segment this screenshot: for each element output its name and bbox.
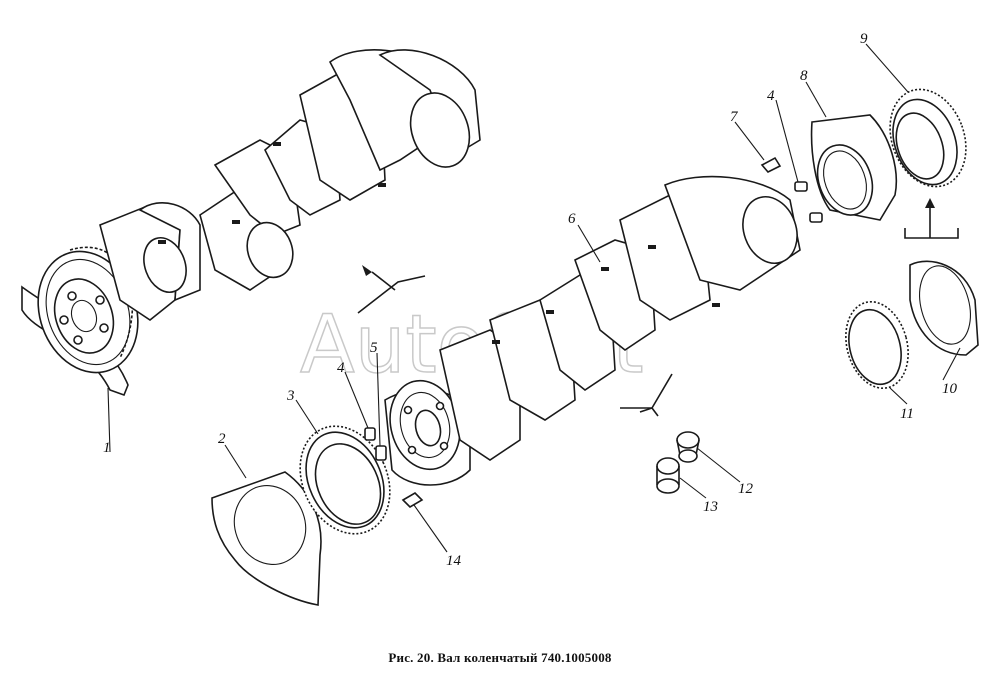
- part-11-gear: [845, 300, 909, 390]
- callout-5: 5: [370, 340, 378, 356]
- part-5-spring: [375, 445, 387, 461]
- callout-13: 13: [703, 499, 718, 515]
- part-12-bushing: [676, 431, 700, 463]
- callout-10: 10: [942, 381, 958, 397]
- callout-4a: 4: [337, 360, 345, 376]
- part-4-pin-right-a: [794, 181, 808, 192]
- part-8-plate: [810, 114, 898, 221]
- part-13-bushing: [656, 457, 680, 494]
- part-3-gear: [299, 425, 391, 535]
- callout-14: 14: [446, 553, 462, 569]
- crankshaft-assembly-left: [21, 49, 481, 397]
- crankshaft-part-6: [384, 175, 801, 486]
- part-4-pin-left: [364, 427, 376, 441]
- callout-6: 6: [568, 211, 576, 227]
- callout-2: 2: [218, 431, 226, 447]
- callout-1: 1: [103, 440, 111, 456]
- assembly-arrows: [357, 198, 959, 417]
- callout-8: 8: [800, 68, 808, 84]
- figure-caption: Рис. 20. Вал коленчатый 740.1005008: [388, 650, 612, 665]
- part-7-key: [760, 156, 782, 173]
- leader-lines: [107, 43, 961, 553]
- callout-9: 9: [860, 31, 868, 47]
- callout-12: 12: [738, 481, 754, 497]
- part-9-gear: [889, 88, 967, 188]
- callout-labels: 1 2 3 4 4 5 6 7 8 9 10 11 12 13 14: [103, 31, 958, 569]
- callout-11: 11: [900, 406, 914, 422]
- part-14-key: [401, 491, 424, 509]
- callout-7: 7: [730, 109, 739, 125]
- part-4-pin-right-b: [809, 212, 823, 223]
- callout-4b: 4: [767, 88, 775, 104]
- callout-3: 3: [286, 388, 295, 404]
- part-10-plate: [909, 260, 979, 356]
